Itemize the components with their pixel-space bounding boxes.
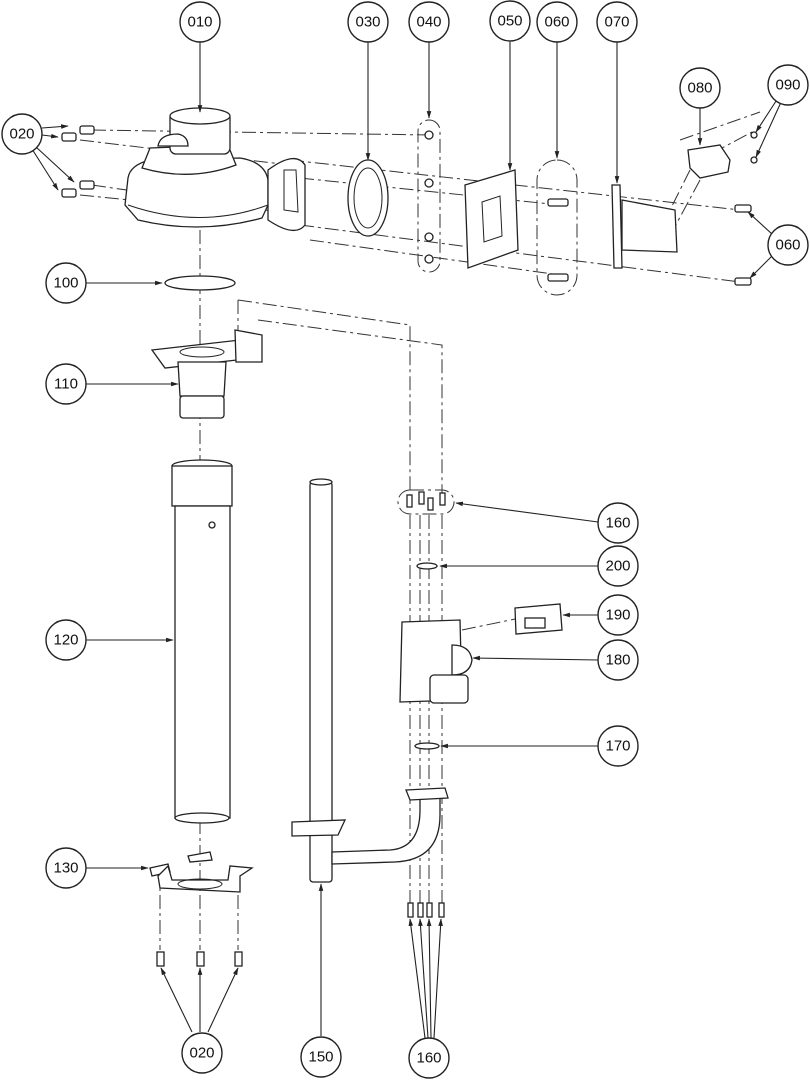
callout-200[interactable]: 200 <box>597 545 639 587</box>
leader-lines <box>31 42 783 1039</box>
callout-label: 030 <box>355 14 380 31</box>
callout-020-top[interactable]: 020 <box>1 113 43 155</box>
callout-label: 080 <box>687 80 712 97</box>
callout-label: 070 <box>604 14 629 31</box>
part-o-ring-upper[interactable] <box>416 562 438 570</box>
callout-label: 160 <box>605 515 630 532</box>
callout-label: 050 <box>497 13 522 30</box>
callout-label: 040 <box>416 14 441 31</box>
callout-label: 170 <box>605 738 630 755</box>
part-nuts[interactable] <box>417 119 441 273</box>
callout-090[interactable]: 090 <box>767 64 809 106</box>
part-switch-screws[interactable] <box>750 131 758 164</box>
callout-label: 180 <box>605 652 630 669</box>
callout-label: 090 <box>775 77 800 94</box>
callout-label: 100 <box>53 275 78 292</box>
callout-100[interactable]: 100 <box>45 262 87 304</box>
part-gas-valve[interactable] <box>399 619 473 704</box>
part-screws-plate[interactable] <box>536 159 578 296</box>
callout-060-right[interactable]: 060 <box>767 224 809 266</box>
callout-110[interactable]: 110 <box>45 363 87 405</box>
callout-label: 150 <box>308 1049 333 1066</box>
callout-150[interactable]: 150 <box>300 1036 342 1078</box>
part-burner-tube[interactable] <box>171 459 233 824</box>
callout-020-bottom[interactable]: 020 <box>181 1032 223 1074</box>
part-screws-blower[interactable] <box>61 125 95 198</box>
callout-label: 060 <box>544 14 569 31</box>
part-screws-bottom[interactable] <box>156 951 243 967</box>
callout-label: 160 <box>416 1050 441 1067</box>
callout-030[interactable]: 030 <box>347 1 389 43</box>
part-screws-lower[interactable] <box>407 902 445 918</box>
callout-170[interactable]: 170 <box>597 725 639 767</box>
part-mounting-plate[interactable] <box>464 169 519 269</box>
callout-180[interactable]: 180 <box>597 639 639 681</box>
callout-label: 130 <box>53 860 78 877</box>
callout-160-upper[interactable]: 160 <box>597 502 639 544</box>
part-tube-bracket[interactable] <box>149 851 254 893</box>
callout-label: 190 <box>605 607 630 624</box>
part-o-ring[interactable] <box>164 275 236 291</box>
callout-060-top[interactable]: 060 <box>536 1 578 43</box>
callout-label: 200 <box>605 558 630 575</box>
callout-label: 120 <box>53 632 78 649</box>
part-o-ring-lower[interactable] <box>414 742 440 750</box>
callout-040[interactable]: 040 <box>408 1 450 43</box>
part-screws-bracket[interactable] <box>734 204 752 286</box>
part-screws-upper[interactable] <box>397 489 455 515</box>
part-blower-assembly[interactable] <box>124 107 306 232</box>
callout-label: 060 <box>775 237 800 254</box>
callout-010[interactable]: 010 <box>179 1 221 43</box>
callout-160-lower[interactable]: 160 <box>408 1037 450 1079</box>
callout-050[interactable]: 050 <box>489 0 531 42</box>
callout-130[interactable]: 130 <box>45 847 87 889</box>
callout-120[interactable]: 120 <box>45 619 87 661</box>
callout-label: 020 <box>9 126 34 143</box>
callout-label: 010 <box>187 14 212 31</box>
callout-070[interactable]: 070 <box>596 1 638 43</box>
part-bracket[interactable] <box>611 184 678 269</box>
part-gas-pipe[interactable] <box>291 478 449 883</box>
part-adapter-flange[interactable] <box>150 329 263 419</box>
callout-label: 020 <box>189 1045 214 1062</box>
part-switch[interactable] <box>687 144 731 179</box>
part-gasket[interactable] <box>347 159 389 237</box>
callout-label: 110 <box>54 376 78 393</box>
callout-080[interactable]: 080 <box>679 67 721 109</box>
part-valve-module[interactable] <box>514 603 563 635</box>
callout-190[interactable]: 190 <box>597 594 639 636</box>
